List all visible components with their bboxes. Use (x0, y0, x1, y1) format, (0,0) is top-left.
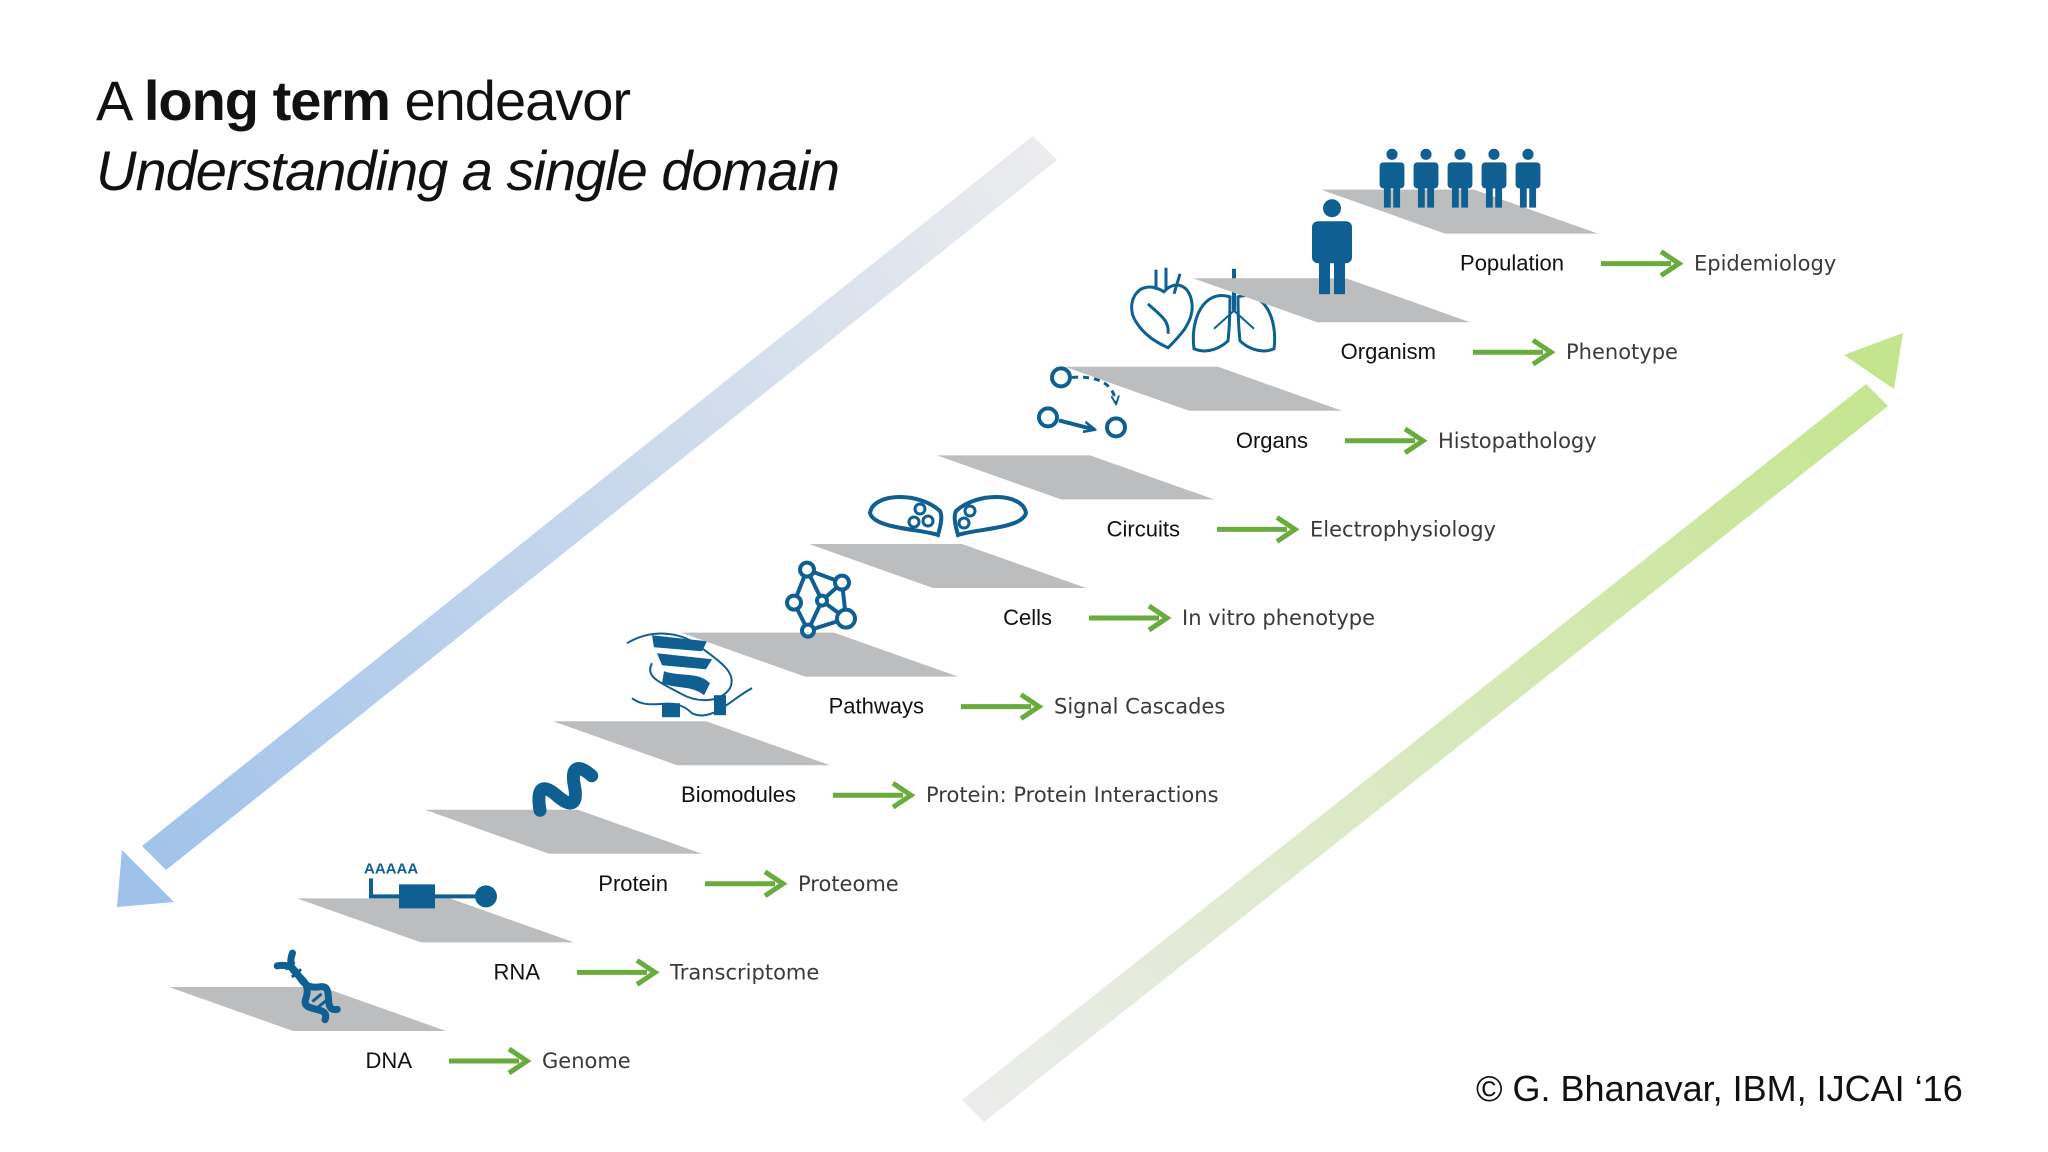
level-name: Biomodules (681, 782, 796, 807)
level-result: In vitro phenotype (1182, 606, 1375, 630)
green-arrow-icon (1601, 252, 1679, 276)
level-cells: Cells In vitro phenotype (809, 497, 1375, 630)
pathway-network-icon (787, 563, 855, 637)
upward-scale-arrow (962, 333, 1903, 1122)
level-result: Transcriptome (669, 960, 819, 984)
level-result: Epidemiology (1694, 252, 1836, 276)
level-platform (1065, 367, 1342, 411)
level-platform (297, 898, 574, 942)
green-arrow-icon (1473, 340, 1551, 364)
green-arrow-icon (961, 695, 1039, 719)
green-arrow-icon (1217, 517, 1295, 541)
level-platform (1321, 190, 1598, 234)
level-name: RNA (494, 959, 541, 984)
level-name: Organism (1341, 339, 1436, 364)
level-name: DNA (366, 1048, 413, 1073)
green-arrow-icon (449, 1049, 527, 1073)
level-result: Electrophysiology (1310, 517, 1496, 541)
cell-synapse-icon (870, 497, 1026, 535)
level-result: Histopathology (1438, 429, 1597, 453)
level-dna: DNA Genome (169, 951, 631, 1073)
level-name: Circuits (1107, 516, 1180, 541)
level-result: Phenotype (1566, 340, 1678, 364)
level-rna: AAAAA RNA Transcriptome (297, 860, 819, 984)
level-name: Organs (1236, 428, 1308, 453)
level-platform (553, 721, 830, 765)
level-platform (425, 810, 702, 854)
poly-a-label: AAAAA (364, 860, 418, 877)
green-arrow-icon (1345, 429, 1423, 453)
level-platform (937, 455, 1214, 499)
level-platform (681, 633, 958, 677)
level-result: Signal Cascades (1054, 695, 1225, 719)
level-population: Population Epidemiology (1321, 149, 1836, 276)
green-arrow-icon (1089, 606, 1167, 630)
level-result: Proteome (798, 872, 899, 896)
green-arrow-icon (577, 960, 655, 984)
green-arrow-icon (833, 783, 911, 807)
level-name: Cells (1003, 605, 1052, 630)
level-result: Protein: Protein Interactions (926, 783, 1219, 807)
level-name: Population (1460, 251, 1564, 276)
green-arrow-icon (705, 872, 783, 896)
level-name: Pathways (829, 694, 924, 719)
level-protein: Protein Proteome (425, 764, 899, 896)
level-name: Protein (598, 871, 668, 896)
level-result: Genome (542, 1049, 631, 1073)
